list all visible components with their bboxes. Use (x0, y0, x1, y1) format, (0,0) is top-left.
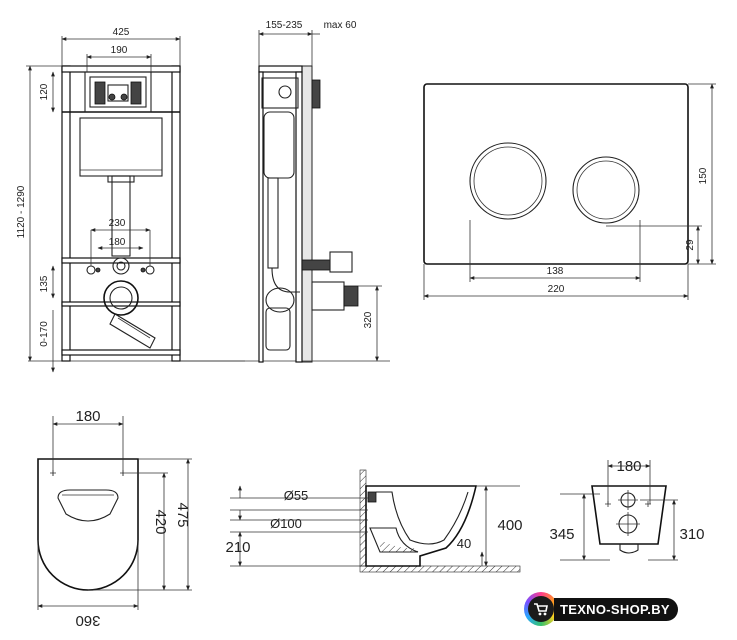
button-span-label: 138 (547, 266, 564, 277)
total-height-label: 1120 - 1290 (16, 185, 27, 238)
outlet-height-side-label: 210 (225, 539, 250, 556)
side-height-label: 400 (497, 517, 522, 534)
top-bolt-spacing-label: 180 (75, 408, 100, 425)
plate-width-label: 220 (548, 284, 565, 295)
outlet-height-label: 135 (39, 275, 50, 292)
outlet-diameter-label: Ø100 (270, 516, 302, 531)
foot-adjust-label: 0-170 (39, 321, 50, 347)
side-depth-label: 155-235 (266, 20, 303, 31)
top-height-label: 120 (39, 83, 50, 100)
toilet-side-view: Ø55 Ø100 210 400 40 (225, 469, 523, 573)
plate-offset-label: 29 (685, 239, 696, 251)
back-height-right-label: 310 (679, 526, 704, 543)
studs-narrow-label: 180 (109, 237, 126, 248)
studs-wide-label: 230 (109, 218, 126, 229)
cart-icon (534, 603, 548, 616)
drain-height-label: 320 (363, 311, 374, 328)
back-height-left-label: 345 (549, 526, 574, 543)
plate-height-label: 150 (698, 167, 709, 184)
frame-side-view: 155-235 max 60 320 (180, 20, 390, 363)
flush-plate-view: 150 29 138 220 (423, 83, 716, 300)
frame-front-view: 425 190 120 1120 - 1290 230 180 135 0-17… (16, 27, 245, 373)
frame-width-label: 425 (113, 27, 130, 38)
brand-badge[interactable]: TEXNO-SHOP.BY (524, 592, 678, 626)
brand-logo (524, 592, 558, 626)
plate-width-label: 190 (111, 45, 128, 56)
inlet-diameter-label: Ø55 (284, 488, 309, 503)
toilet-back-view: 180 345 310 (549, 458, 705, 561)
toilet-top-view: 180 420 475 360 (37, 408, 192, 629)
rim-offset-label: 40 (457, 536, 471, 551)
top-length-label: 475 (174, 502, 191, 527)
max-depth-label: max 60 (324, 20, 357, 31)
back-bolt-spacing-label: 180 (616, 458, 641, 475)
brand-name: TEXNO-SHOP.BY (554, 597, 678, 621)
top-depth-label: 420 (152, 509, 169, 534)
top-width-label: 360 (75, 612, 100, 629)
